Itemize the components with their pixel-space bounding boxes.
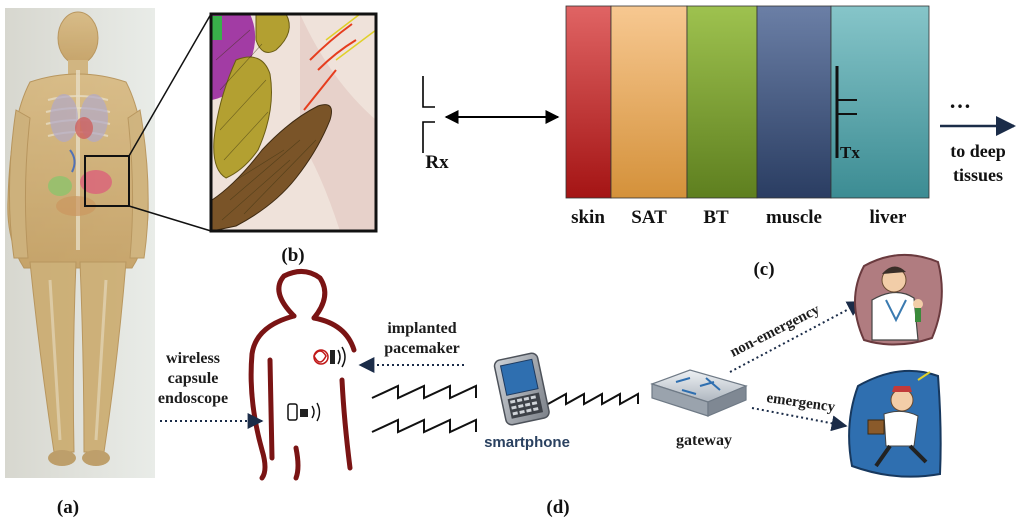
layer-sat — [610, 5, 688, 199]
panel-b-zoomed-mesh: (b) — [209, 12, 378, 266]
zigzag-link-upper — [371, 384, 477, 400]
zoom-region-box — [84, 155, 130, 207]
zigzag-link-gateway — [547, 392, 639, 406]
layer-liver — [830, 5, 930, 199]
doctor-consultation-icon — [854, 253, 943, 346]
rx-label: Rx — [425, 152, 449, 173]
layer-muscle — [756, 5, 832, 199]
panel-c-tissue-layers: Rx Tx skin SAT BT muscle liver … to deep… — [422, 5, 1016, 280]
zoom-connector-top — [128, 13, 212, 157]
brown-organ — [211, 104, 332, 232]
emergency-arrow — [751, 407, 848, 432]
deep-tissue-line2: tissues — [953, 165, 1003, 185]
pacemaker-label-line1: implanted — [387, 320, 456, 337]
translucent-body-icon — [7, 11, 149, 466]
layer-label-sat: SAT — [631, 207, 667, 228]
deep-tissue-line1: to deep — [950, 141, 1006, 161]
gateway-label: gateway — [676, 432, 732, 449]
panel-d-wban-system: wireless capsule endoscope implanted pac… — [158, 253, 943, 518]
panel-a-body-model — [5, 8, 212, 478]
panel-c-label: (c) — [753, 259, 774, 280]
layer-label-skin: skin — [571, 207, 605, 228]
layer-label-muscle: muscle — [766, 207, 822, 228]
body-outline-icon — [248, 269, 357, 481]
panel-b-label: (b) — [281, 245, 304, 266]
ellipsis-text: … — [949, 88, 971, 113]
emergency-label: emergency — [765, 390, 836, 416]
capsule-label-line2: capsule — [168, 370, 219, 387]
heart-pacemaker-icon — [313, 346, 346, 368]
panel-a-label: (a) — [57, 497, 79, 518]
non-emergency-label: non-emergency — [728, 301, 823, 360]
tx-antenna-icon — [835, 66, 857, 158]
mesh-frame — [209, 12, 378, 233]
smartphone-label: smartphone — [484, 434, 570, 451]
layer-label-bt: BT — [703, 207, 729, 228]
panel-d-label: (d) — [546, 497, 569, 518]
gateway-router-icon — [650, 369, 748, 417]
zoom-connector-bottom — [128, 205, 212, 232]
rx-antenna-icon — [422, 76, 435, 153]
yellow-organ — [213, 56, 272, 179]
smartphone-icon — [493, 352, 550, 426]
emergency-responder-icon — [848, 369, 942, 478]
pacemaker-label-line2: pacemaker — [384, 340, 460, 357]
layer-label-liver: liver — [870, 207, 907, 228]
capsule-label-line3: endoscope — [158, 390, 228, 407]
layer-skin — [565, 5, 612, 199]
magenta-organ — [212, 14, 256, 100]
capsule-endoscope-icon — [287, 402, 321, 422]
tx-label: Tx — [840, 143, 860, 162]
layer-bt — [686, 5, 758, 199]
zigzag-link-lower — [371, 418, 477, 434]
capsule-label-line1: wireless — [166, 350, 220, 367]
